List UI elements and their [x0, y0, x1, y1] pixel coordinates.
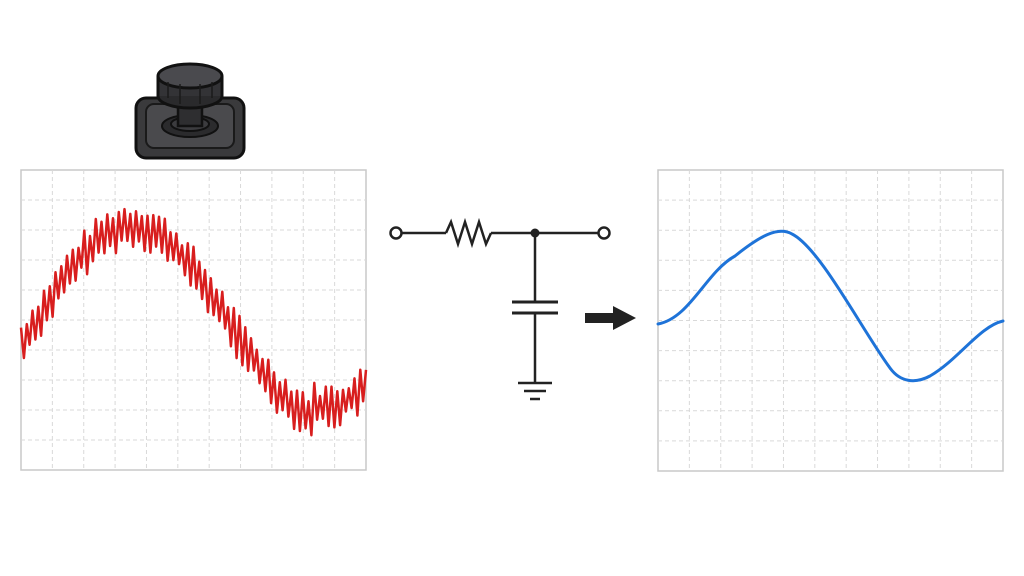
noisy-signal-line [19, 207, 368, 437]
input-signal-plot [19, 169, 368, 471]
output-signal-plot [656, 169, 1005, 472]
ground-symbol [518, 381, 552, 401]
joystick-icon [134, 62, 246, 160]
right-arrow-icon [585, 306, 636, 330]
smooth-signal-line [656, 229, 1005, 383]
output-terminal [597, 226, 611, 240]
output-plot-grid [658, 170, 1003, 471]
resistor-symbol [444, 217, 493, 249]
rc-low-pass-filter-schematic [389, 217, 611, 401]
input-terminal [389, 226, 403, 240]
